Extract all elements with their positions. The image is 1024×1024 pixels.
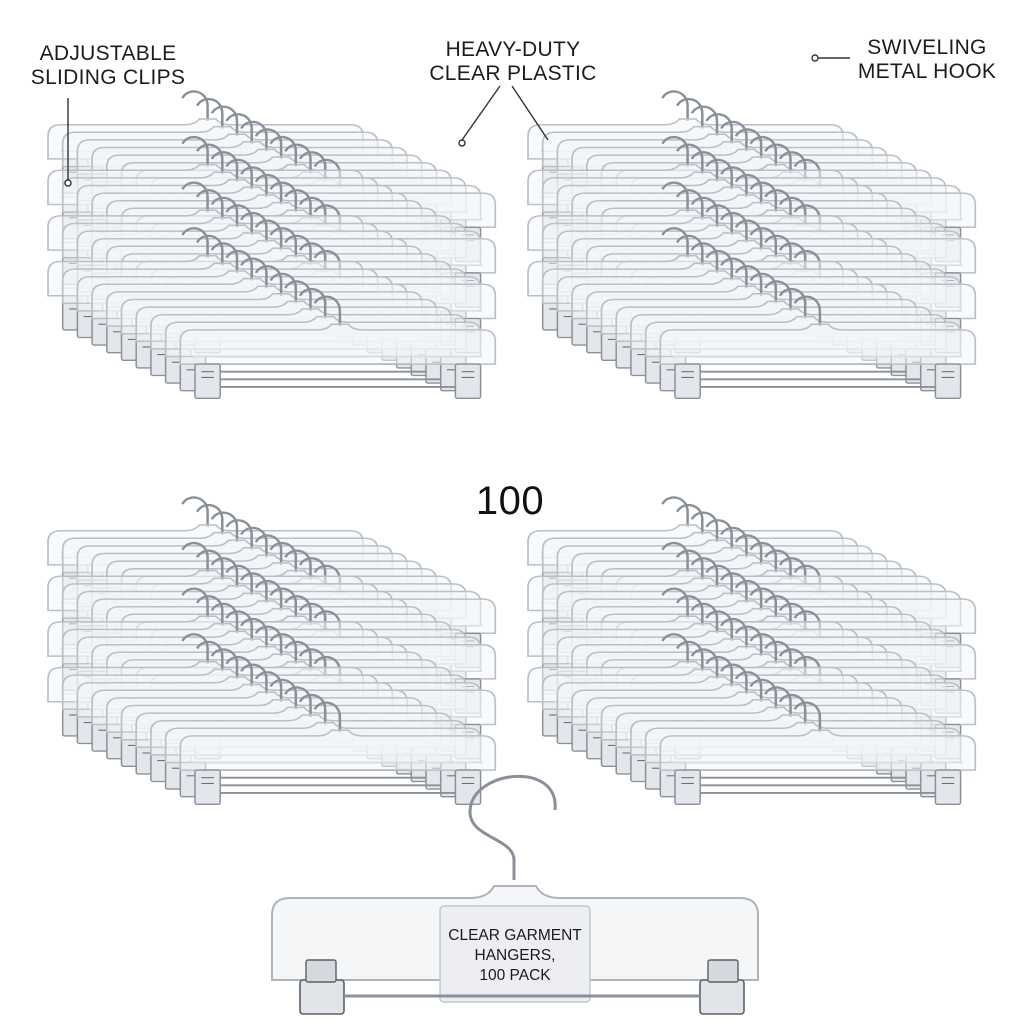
hanger-block-top-right bbox=[528, 91, 975, 398]
product-label-line-1: CLEAR GARMENT bbox=[448, 927, 582, 944]
callout-adjustable-sliding-clips: ADJUSTABLE SLIDING CLIPS bbox=[28, 42, 188, 90]
hanger-block-bottom-right bbox=[528, 497, 975, 804]
callout-line-1: SWIVELING bbox=[867, 36, 987, 59]
callout-line-2: SLIDING CLIPS bbox=[30, 66, 186, 89]
hanger-block-top-left bbox=[48, 91, 495, 398]
sliding-clip-right bbox=[699, 959, 745, 1015]
callout-line-2: CLEAR PLASTIC bbox=[429, 62, 597, 85]
callout-heavy-duty-clear-plastic: HEAVY-DUTY CLEAR PLASTIC bbox=[418, 38, 608, 86]
callout-line-2: METAL HOOK bbox=[857, 60, 997, 83]
callout-line-1: HEAVY-DUTY bbox=[445, 38, 581, 61]
hanger-block-bottom-left bbox=[48, 497, 495, 804]
product-label-line-3: 100 PACK bbox=[479, 967, 551, 984]
product-label: CLEAR GARMENT HANGERS, 100 PACK bbox=[440, 926, 590, 1024]
callout-line-1: ADJUSTABLE bbox=[39, 42, 177, 65]
featured-hanger bbox=[271, 775, 759, 1015]
callout-lines bbox=[64, 54, 850, 187]
product-label-line-2: HANGERS, bbox=[474, 947, 556, 964]
pack-count-badge: 100 bbox=[467, 470, 553, 532]
callout-swiveling-metal-hook: SWIVELING METAL HOOK bbox=[852, 36, 1002, 84]
sliding-clip-left bbox=[299, 959, 345, 1015]
